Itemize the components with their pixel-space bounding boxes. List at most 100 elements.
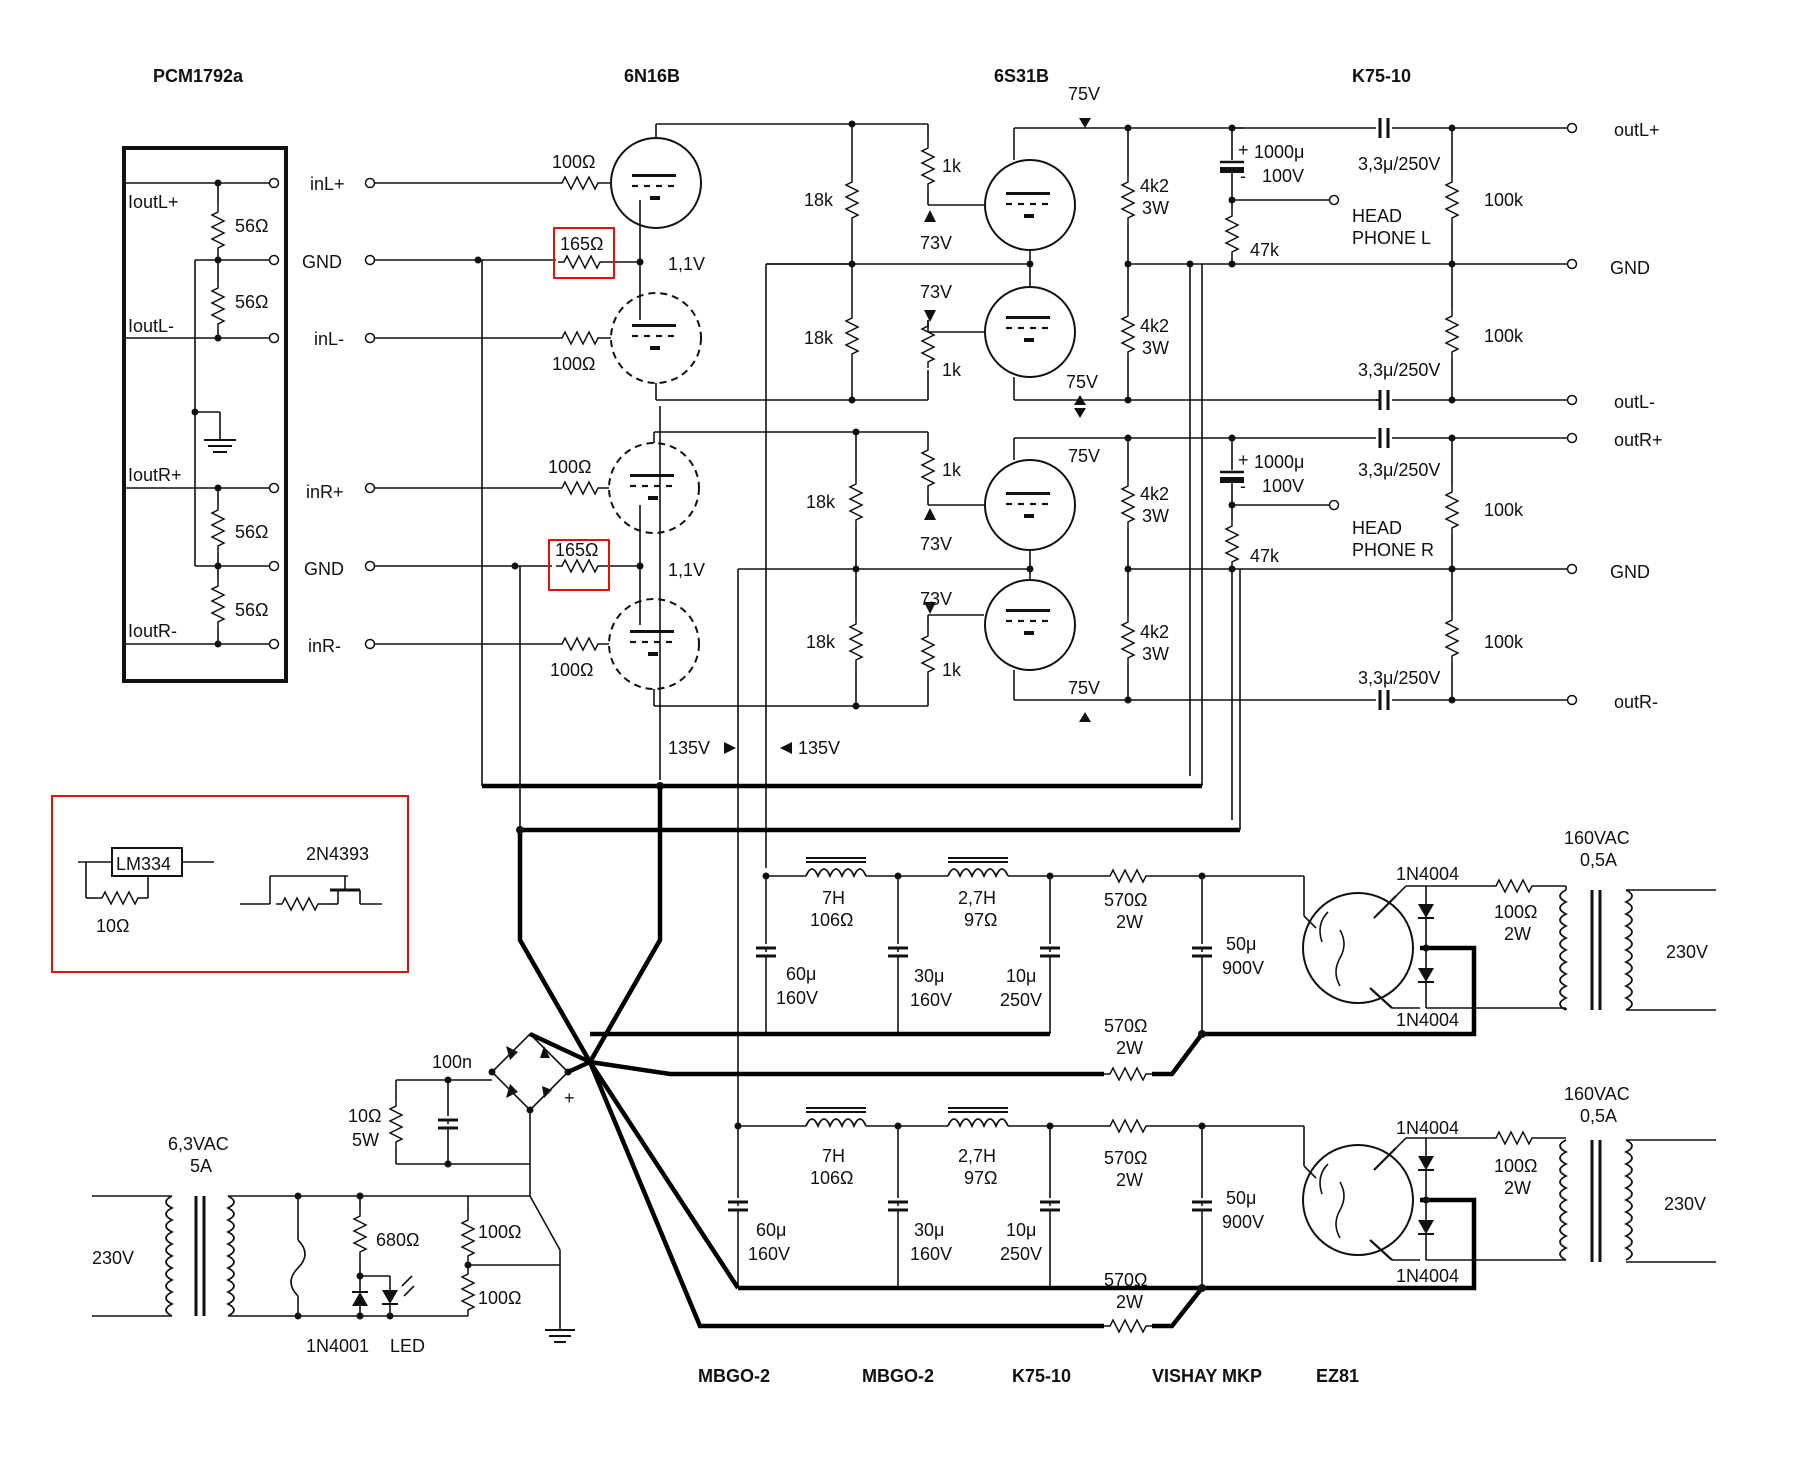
label-230v-1: 230V [1666, 942, 1708, 962]
label-r165-2: 165Ω [555, 540, 599, 560]
label-75v-3: 75V [1068, 446, 1100, 466]
label-1k-2: 1k [942, 360, 962, 380]
inset-current-source: LM334 10Ω 2N4393 [51, 795, 409, 973]
label-97-2: 97Ω [964, 1168, 997, 1188]
label-2w-4: 2W [1116, 1170, 1143, 1190]
label-ioutr-minus: IoutR- [128, 621, 177, 641]
label-2w-3: 2W [1504, 924, 1531, 944]
header-6s31b: 6S31B [994, 66, 1049, 86]
label-inset-10: 10Ω [96, 916, 129, 936]
label-hp-l2: PHONE L [1352, 228, 1431, 248]
footer-ez81: EZ81 [1316, 1366, 1359, 1386]
label-2w-5: 2W [1116, 1292, 1143, 1312]
label-outl-plus: outL+ [1614, 120, 1660, 140]
label-plus-2: + [1238, 450, 1249, 470]
label-2w-6: 2W [1504, 1178, 1531, 1198]
label-160v-4: 160V [910, 1244, 952, 1264]
label-1k-4: 1k [942, 660, 962, 680]
label-100k-2: 100k [1484, 326, 1524, 346]
label-160vac-2: 160VAC [1564, 1084, 1630, 1104]
label-106-2: 106Ω [810, 1168, 854, 1188]
label-1000u-1: 1000μ [1254, 142, 1304, 162]
label-4k2-1: 4k2 [1140, 176, 1169, 196]
label-160v-1: 160V [776, 988, 818, 1008]
label-r100-psu-1: 100Ω [1494, 902, 1538, 922]
label-1000u-2: 1000μ [1254, 452, 1304, 472]
label-1k-3: 1k [942, 460, 962, 480]
label-hp-r2: PHONE R [1352, 540, 1434, 560]
stage1-right [375, 428, 984, 1126]
label-570-3: 570Ω [1104, 1148, 1148, 1168]
label-4k2-4: 4k2 [1140, 622, 1169, 642]
label-100n: 100n [432, 1052, 472, 1072]
label-minus-2: - [1240, 476, 1246, 496]
label-7h-2: 7H [822, 1146, 845, 1166]
header-dac: PCM1792a [153, 66, 244, 86]
label-10u-2: 10μ [1006, 1220, 1036, 1240]
label-3w-1: 3W [1142, 198, 1169, 218]
label-73v-1: 73V [920, 233, 952, 253]
psu-labels: 7H 106Ω 2,7H 97Ω 570Ω 2W 60μ 160V 30μ 16… [748, 828, 1708, 1312]
label-ioutl-minus: IoutL- [128, 316, 174, 336]
label-73v-2: 73V [920, 282, 952, 302]
label-18k-4: 18k [806, 632, 836, 652]
footer-mbgo-1: MBGO-2 [698, 1366, 770, 1386]
label-cap-3: 3,3μ/250V [1358, 460, 1440, 480]
label-plus-1: + [1238, 140, 1249, 160]
label-50u-2: 50μ [1226, 1188, 1256, 1208]
label-cap-2: 3,3μ/250V [1358, 360, 1440, 380]
label-r100-2: 100Ω [552, 354, 596, 374]
label-160vac-1: 160VAC [1564, 828, 1630, 848]
supply-buses [481, 260, 1241, 1064]
label-outr-minus: outR- [1614, 692, 1658, 712]
label-1n4004-3: 1N4004 [1396, 1118, 1459, 1138]
label-100k-3: 100k [1484, 500, 1524, 520]
label-135v-1: 135V [668, 738, 710, 758]
label-r100-psu-2: 100Ω [1494, 1156, 1538, 1176]
label-100-h2: 100Ω [478, 1288, 522, 1308]
label-3w-2: 3W [1142, 338, 1169, 358]
label-47k-1: 47k [1250, 240, 1280, 260]
label-r100-1: 100Ω [552, 152, 596, 172]
label-v11-1: 1,1V [668, 254, 705, 274]
label-18k-1: 18k [804, 190, 834, 210]
label-60u-1: 60μ [786, 964, 816, 984]
label-lm334: LM334 [116, 854, 171, 874]
label-160v-3: 160V [748, 1244, 790, 1264]
label-5w: 5W [352, 1130, 379, 1150]
label-100v-1: 100V [1262, 166, 1304, 186]
label-heater-230v: 230V [92, 1248, 134, 1268]
label-r100-4: 100Ω [550, 660, 594, 680]
label-2w-2: 2W [1116, 1038, 1143, 1058]
label-100k-4: 100k [1484, 632, 1524, 652]
label-3w-4: 3W [1142, 644, 1169, 664]
label-hp-r1: HEAD [1352, 518, 1402, 538]
label-1n4001: 1N4001 [306, 1336, 369, 1356]
label-18k-2: 18k [804, 328, 834, 348]
label-inr-minus: inR- [308, 636, 341, 656]
input-terminals: inL+ GND inL- inR+ GND inR- [302, 174, 376, 656]
psu-upper [589, 857, 1716, 1081]
label-4k2-3: 4k2 [1140, 484, 1169, 504]
label-73v-3: 73V [920, 534, 952, 554]
label-5a: 5A [190, 1156, 212, 1176]
label-inl-plus: inL+ [310, 174, 345, 194]
label-570-2: 570Ω [1104, 1016, 1148, 1036]
label-gnd-l: GND [302, 252, 342, 272]
label-75v-4: 75V [1068, 678, 1100, 698]
label-v11-2: 1,1V [668, 560, 705, 580]
label-75v-1: 75V [1068, 84, 1100, 104]
label-heater-10: 10Ω [348, 1106, 381, 1126]
label-inl-minus: inL- [314, 329, 344, 349]
label-135v-2: 135V [798, 738, 840, 758]
label-2w-1: 2W [1116, 912, 1143, 932]
label-gnd-r: GND [304, 559, 344, 579]
label-250v-1: 250V [1000, 990, 1042, 1010]
label-56-3: 56Ω [235, 522, 268, 542]
label-900v-1: 900V [1222, 958, 1264, 978]
label-minus-1: - [1240, 166, 1246, 186]
label-100-h1: 100Ω [478, 1222, 522, 1242]
label-50u-1: 50μ [1226, 934, 1256, 954]
label-27h-1: 2,7H [958, 888, 996, 908]
